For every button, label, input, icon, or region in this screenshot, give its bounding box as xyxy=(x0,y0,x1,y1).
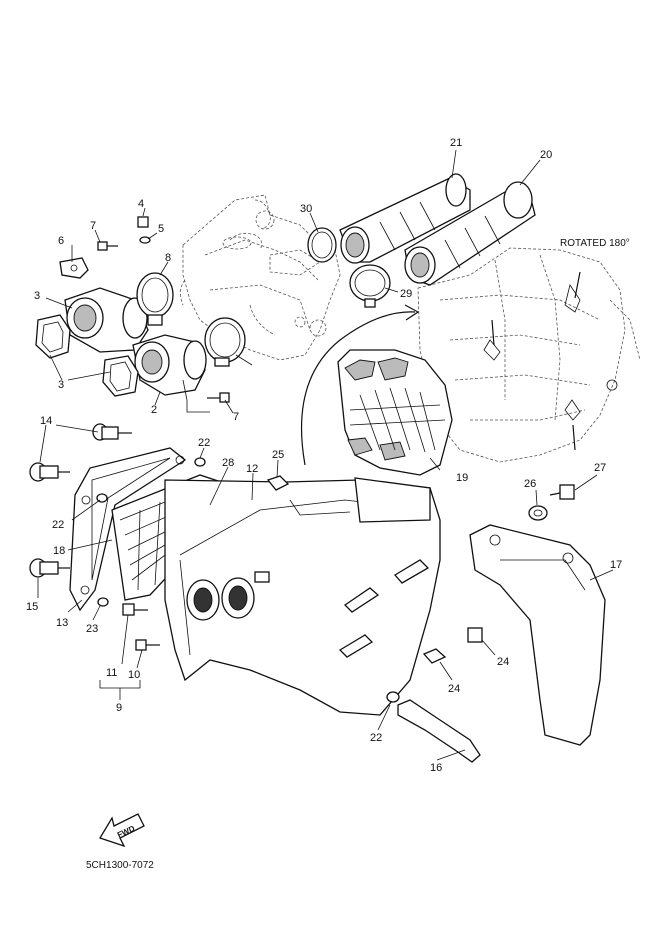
callout-21: 22 xyxy=(370,732,382,744)
clamp-8 xyxy=(136,272,174,326)
bolt-10 xyxy=(135,639,160,651)
rotation-arrow xyxy=(300,311,416,466)
clamp-21 xyxy=(386,691,400,703)
callout-22c: 23 xyxy=(86,623,98,635)
callout-14b: 15 xyxy=(26,601,38,613)
callout-12: 12 xyxy=(246,463,258,475)
o-ring-22c xyxy=(97,597,109,607)
callout-3: 3 xyxy=(58,379,64,391)
nut-24b xyxy=(422,648,447,664)
callout-1: 2 xyxy=(151,404,157,416)
fwd-arrow: FWD xyxy=(99,813,145,848)
nut-24a xyxy=(266,475,290,491)
callout-labels: 21 20 30 29 4 5 7 6 8 3 3 2 7 14 22 28 1… xyxy=(26,137,622,774)
callout-27: 28 xyxy=(222,457,234,469)
washer-5 xyxy=(139,236,151,244)
bolt-14c xyxy=(29,558,70,578)
callout-26: 27 xyxy=(594,462,606,474)
clamp-29 xyxy=(307,227,337,263)
frame-ghost-outline xyxy=(417,247,641,463)
screw-4 xyxy=(137,216,149,228)
callout-28: 29 xyxy=(400,288,412,300)
leader-lines xyxy=(37,149,614,761)
callout-15: 18 xyxy=(53,545,65,557)
callout-24a: 25 xyxy=(272,449,284,461)
diagram-code: 5CH1300-7072 xyxy=(86,860,154,871)
holder-6 xyxy=(59,257,89,279)
gasket-3a xyxy=(35,314,71,359)
rotation-arrow-head xyxy=(404,304,420,321)
callout-6: 6 xyxy=(58,235,64,247)
callout-2: 3 xyxy=(34,290,40,302)
callout-29: 30 xyxy=(300,203,312,215)
callout-11: 11 xyxy=(106,667,117,679)
carb-joint-1 xyxy=(132,334,207,396)
carb-joint-2 xyxy=(64,287,149,353)
callout-25: 26 xyxy=(524,478,536,490)
bolt-26 xyxy=(549,484,575,500)
callout-10: 10 xyxy=(128,669,140,681)
callout-23: 24 xyxy=(497,656,509,668)
rotated-note: ROTATED 180° xyxy=(560,238,630,249)
callout-7a: 7 xyxy=(90,220,96,232)
gasket-3b xyxy=(102,355,139,397)
callout-8: 8 xyxy=(165,252,171,264)
intake-joint-18 xyxy=(404,181,536,286)
callout-9: 9 xyxy=(116,702,122,714)
callout-7b: 7 xyxy=(233,411,239,423)
clamp-30 xyxy=(204,317,246,367)
callout-4: 4 xyxy=(138,198,144,210)
callout-13: 13 xyxy=(56,617,68,629)
callout-20: 16 xyxy=(430,762,442,774)
callout-5: 5 xyxy=(158,223,164,235)
bolt-7b xyxy=(207,392,230,403)
callout-19: 21 xyxy=(450,137,462,149)
intake-joint-19 xyxy=(339,173,471,264)
grommet-25 xyxy=(528,505,548,521)
callout-22a: 22 xyxy=(198,437,210,449)
o-ring-22a xyxy=(194,457,206,467)
side-cover-16 xyxy=(469,524,606,746)
engine-ghost-outline xyxy=(180,194,341,361)
callout-16: 17 xyxy=(610,559,622,571)
callout-14a: 14 xyxy=(40,415,52,427)
case-cover-13 xyxy=(69,447,187,612)
callout-17: 19 xyxy=(456,472,468,484)
callout-18: 20 xyxy=(540,149,552,161)
air-filter-case-12 xyxy=(164,477,441,716)
bolt-14b xyxy=(29,462,70,482)
nut-23 xyxy=(467,627,483,643)
callout-22b: 22 xyxy=(52,519,64,531)
breather-hose-20 xyxy=(397,699,481,763)
callout-24b: 24 xyxy=(448,683,460,695)
intake-boot-17 xyxy=(337,349,453,476)
clamp-28 xyxy=(349,264,391,308)
bolt-11 xyxy=(122,603,148,616)
bolt-7a xyxy=(97,241,118,251)
bolt-14a xyxy=(92,423,132,441)
